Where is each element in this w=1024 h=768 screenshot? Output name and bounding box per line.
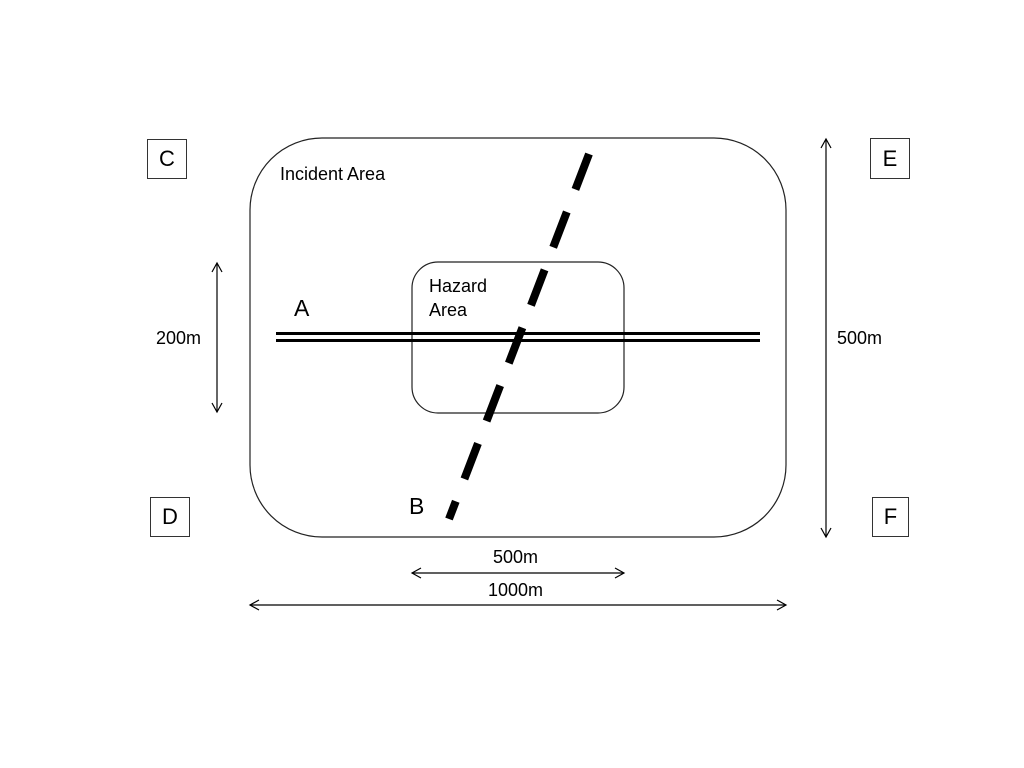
incident-width-arrow: [248, 599, 788, 611]
hazard-width-arrow: [410, 567, 626, 579]
incident-width-label: 1000m: [488, 580, 544, 600]
corner-box-d: D: [150, 497, 190, 537]
corner-box-c: C: [147, 139, 187, 179]
hazard-width-label: 500m: [493, 547, 539, 567]
route-b-label: B: [409, 493, 425, 519]
incident-height-arrow: [820, 137, 832, 539]
route-a-label: A: [294, 295, 310, 321]
hazard-height-arrow: [211, 261, 223, 414]
corner-box-f: F: [872, 497, 909, 537]
hazard-area-label-line1: Hazard: [429, 276, 488, 296]
hazard-height-label: 200m: [156, 328, 202, 348]
hazard-area-label-line2: Area: [429, 300, 468, 320]
incident-area-boundary: [249, 137, 787, 538]
incident-area-label: Incident Area: [280, 164, 386, 184]
route-b-line: [445, 152, 593, 521]
hazard-area-boundary: [411, 261, 625, 414]
corner-box-e: E: [870, 138, 910, 179]
incident-height-label: 500m: [837, 328, 883, 348]
